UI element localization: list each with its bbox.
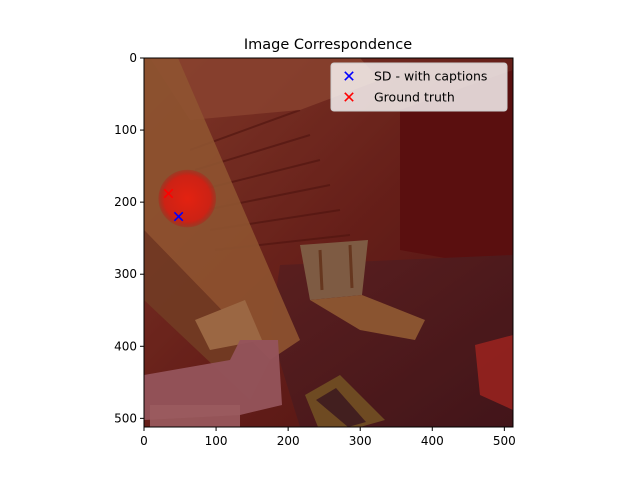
x-tick-label: 100 <box>205 434 228 448</box>
x-tick-label: 0 <box>140 434 148 448</box>
legend-label: SD - with captions <box>374 69 487 84</box>
x-tick-label: 500 <box>493 434 516 448</box>
y-tick-label: 100 <box>114 123 137 137</box>
legend-label: Ground truth <box>374 90 455 105</box>
legend-box <box>330 62 508 112</box>
heatmap-blob <box>158 169 217 228</box>
y-axis: 0 100 200 300 400 500 <box>114 51 144 425</box>
legend-marker <box>344 92 354 102</box>
chart-title: Image Correspondence <box>244 37 412 53</box>
scene-image <box>144 58 513 427</box>
x-tick-label: 300 <box>349 434 372 448</box>
x-tick-label: 200 <box>277 434 300 448</box>
y-tick-label: 0 <box>129 51 137 65</box>
axes-frame <box>143 57 514 428</box>
legend-entry: SD - with captions <box>344 69 487 84</box>
y-tick-label: 500 <box>114 411 137 425</box>
chair-shape <box>300 240 425 340</box>
data-point-sd-with-captions <box>173 211 184 222</box>
x-axis: 0 100 200 300 400 500 <box>140 427 516 448</box>
y-tick-label: 200 <box>114 195 137 209</box>
y-tick-label: 300 <box>114 267 137 281</box>
data-point-ground-truth <box>163 188 174 199</box>
y-tick-label: 400 <box>114 339 137 353</box>
legend-entry: Ground truth <box>344 90 455 105</box>
legend-marker <box>344 71 354 81</box>
x-tick-label: 400 <box>421 434 444 448</box>
data-markers <box>163 188 184 222</box>
